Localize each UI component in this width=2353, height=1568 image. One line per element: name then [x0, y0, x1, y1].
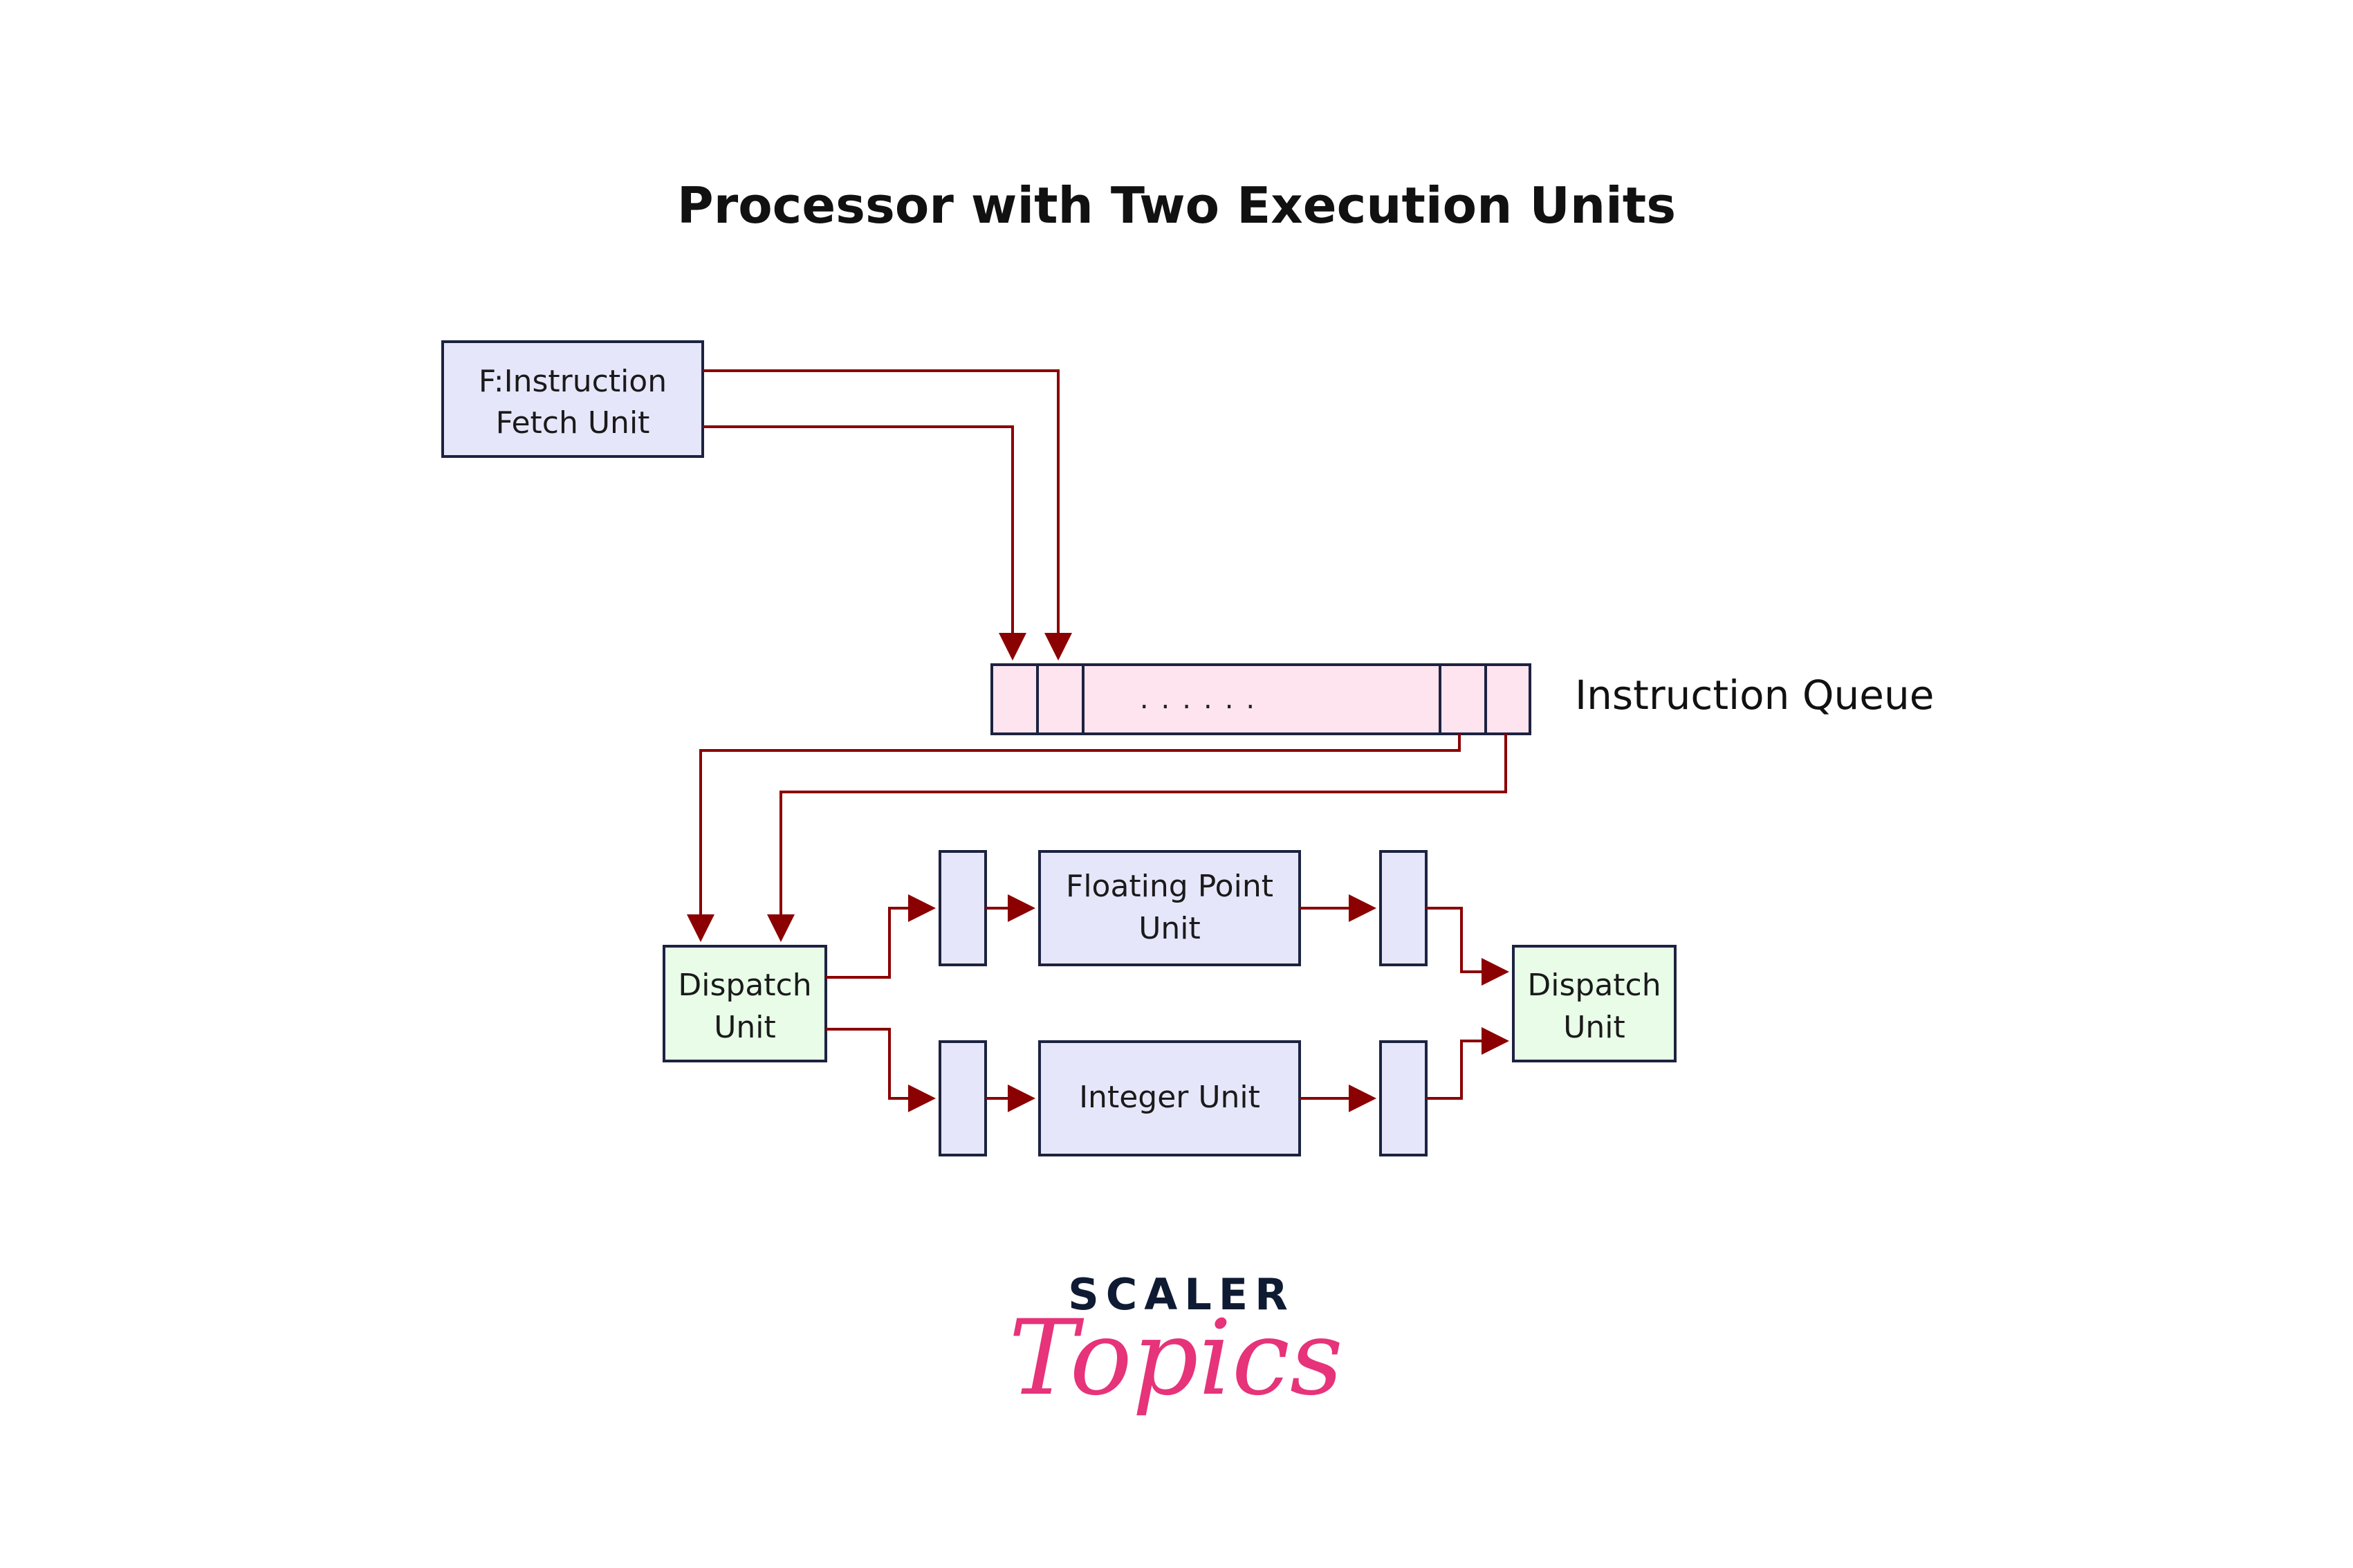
dispatch-right-line1: Dispatch	[1527, 968, 1661, 1003]
fp-input-buffer	[939, 850, 987, 966]
fetch-unit-line2: Fetch Unit	[496, 405, 650, 441]
int-output-to-dispatch-arrow	[1426, 1027, 1509, 1100]
logo-top-text: SCALER	[1068, 1269, 1295, 1320]
dispatch-left-line1: Dispatch	[678, 968, 811, 1003]
connectors	[687, 369, 1509, 1112]
dispatch-left-line2: Unit	[714, 1010, 776, 1045]
instruction-queue: ......	[990, 663, 1531, 735]
dispatch-unit-right: Dispatch Unit	[1512, 945, 1677, 1062]
dispatch-to-fp-buffer-arrow	[826, 894, 936, 979]
floating-point-unit: Floating Point Unit	[1038, 850, 1301, 966]
diagram-title: Processor with Two Execution Units	[677, 176, 1676, 234]
int-output-buffer	[1379, 1040, 1428, 1156]
scaler-topics-logo: SCALER Topics	[1008, 1269, 1343, 1419]
dispatch-to-int-buffer-arrow	[826, 1028, 936, 1112]
fp-unit-line2: Unit	[1138, 911, 1201, 946]
instruction-queue-label: Instruction Queue	[1575, 672, 1934, 719]
integer-unit-label: Integer Unit	[1079, 1080, 1260, 1115]
queue-to-dispatch-arrow-inner	[767, 734, 1507, 942]
int-input-buffer	[939, 1040, 987, 1156]
queue-dots: ......	[1140, 683, 1267, 715]
instruction-fetch-unit: F:Instruction Fetch Unit	[441, 340, 704, 458]
fetch-to-queue-arrow-outer	[703, 369, 1072, 661]
fetch-unit-line1: F:Instruction	[479, 364, 667, 399]
fp-output-to-dispatch-arrow	[1426, 907, 1509, 986]
fp-unit-line1: Floating Point	[1066, 869, 1273, 904]
dispatch-right-line2: Unit	[1563, 1010, 1625, 1045]
fetch-to-queue-arrow-inner	[703, 425, 1026, 661]
fp-output-buffer	[1379, 850, 1428, 966]
dispatch-unit-left: Dispatch Unit	[663, 945, 827, 1062]
logo-bottom-text: Topics	[1008, 1298, 1343, 1419]
queue-to-dispatch-arrow-outer	[687, 734, 1461, 942]
integer-unit: Integer Unit	[1038, 1040, 1301, 1156]
